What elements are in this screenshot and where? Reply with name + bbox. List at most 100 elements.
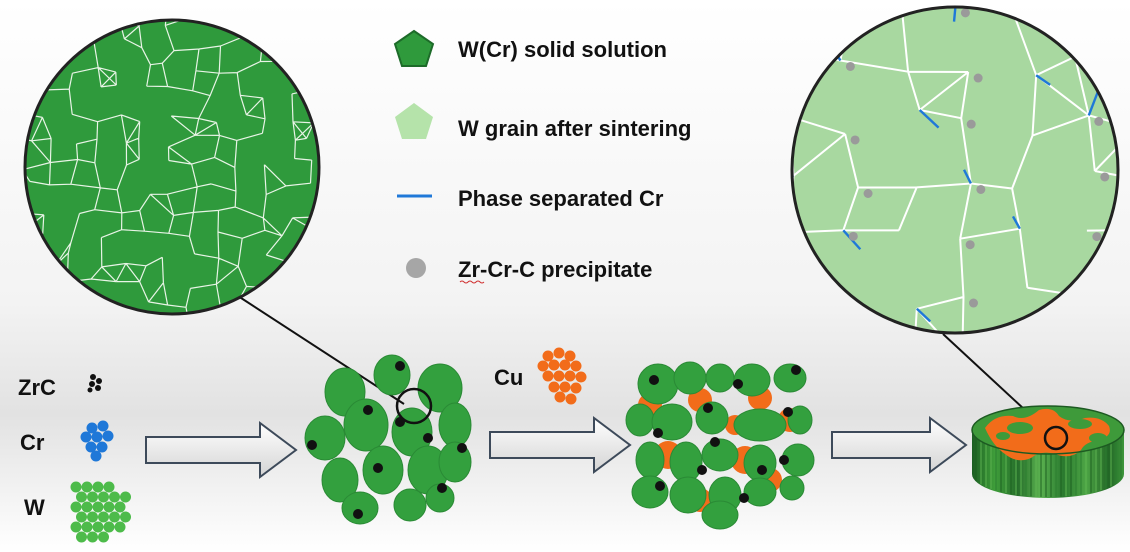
zoom-connector-left [237, 295, 405, 405]
raw-materials: ZrC Cr W [18, 374, 131, 543]
zrc-particle [653, 428, 663, 438]
phase-separated-cr [916, 307, 932, 323]
w-particle [87, 531, 98, 543]
phase-separated-cr [962, 169, 972, 185]
cr-particle [102, 430, 114, 442]
phase-separated-cr [952, 7, 957, 22]
zoom-source-ring-right [1043, 425, 1069, 451]
cu-particle [542, 370, 554, 382]
sintered-sample-disc [971, 405, 1125, 498]
w-particle [701, 438, 739, 472]
w-particle [87, 491, 98, 503]
w-particle [87, 511, 98, 523]
zr-cr-c-precipitate [845, 61, 855, 71]
w-particles-icon [70, 481, 131, 543]
zr-cr-c-precipitate [968, 298, 978, 308]
disc-w-islands [996, 419, 1107, 443]
zoom-source-ring-left [395, 387, 433, 425]
w-particle [631, 475, 669, 509]
w-particle [705, 363, 735, 393]
label-zrc: ZrC [18, 375, 56, 400]
w-particle [343, 398, 389, 452]
legend-label-precipitate: Zr-Cr-C precipitate [458, 257, 652, 282]
process-arrow-2 [489, 416, 632, 474]
zr-cr-c-precipitate [863, 189, 873, 199]
w-particle [70, 481, 82, 493]
cu-particle [537, 360, 549, 372]
zrc-particle [353, 509, 363, 519]
cu-particle [575, 371, 587, 383]
cu-particle [559, 381, 571, 393]
cu-particle [553, 347, 565, 359]
w-particle [743, 477, 777, 507]
w-particle [114, 501, 126, 513]
zrc-particle [373, 463, 383, 473]
zrc-particle [423, 433, 433, 443]
cr-particle [80, 431, 92, 443]
zr-cr-c-precipitate [1094, 116, 1104, 126]
cu-particles-icon [537, 347, 587, 405]
zrc-particle [363, 405, 373, 415]
w-particle [76, 511, 87, 523]
w-particle [625, 403, 655, 437]
zrc-particles-icon [87, 374, 102, 393]
w-particle [120, 511, 131, 523]
w-particle [743, 444, 777, 482]
zr-cr-c-precipitate [976, 184, 986, 194]
w-particle [373, 354, 411, 396]
w-particle [673, 361, 707, 395]
w-particle [70, 521, 82, 533]
zr-cr-c-precipitate [850, 135, 860, 145]
w-particle [81, 481, 93, 493]
zr-cr-c-precipitate [966, 119, 976, 129]
zrc-particle [307, 440, 317, 450]
phase-separated-cr [1035, 74, 1051, 86]
zrc-particle [649, 375, 659, 385]
zrc-particle [783, 407, 793, 417]
phase-separated-cr [918, 109, 940, 129]
cr-particles-icon [80, 420, 114, 462]
legend: W(Cr) solid solution W grain after sinte… [393, 29, 691, 284]
cu-particle [570, 382, 582, 394]
w-particle [779, 475, 805, 501]
zrc-particle [395, 361, 405, 371]
w-particle [109, 491, 120, 503]
w-particle [92, 481, 104, 493]
zrc-particle [457, 443, 467, 453]
w-particle [81, 501, 93, 513]
legend-label-phase-cr: Phase separated Cr [458, 186, 664, 211]
w-particle [787, 405, 813, 435]
w-particle [81, 521, 93, 533]
w-particle [70, 501, 82, 513]
zoom-circle-solid-solution [23, 18, 321, 316]
cu-particle [554, 391, 566, 403]
zrc-particle [757, 465, 767, 475]
cr-particle [86, 422, 98, 434]
w-particle [701, 500, 739, 530]
zr-cr-c-precipitate [1100, 172, 1110, 182]
w-particle [321, 457, 359, 503]
process-arrow-3 [831, 416, 968, 474]
cr-particle [97, 420, 109, 432]
w-particle [669, 476, 707, 514]
w-particle [92, 521, 104, 533]
label-cu: Cu [494, 365, 523, 390]
zr-cr-c-precipitate [848, 231, 858, 241]
w-particle [76, 491, 87, 503]
w-particle [438, 402, 472, 448]
w-particle [98, 531, 109, 543]
spellcheck-underline [459, 280, 485, 284]
gray-dot-icon [406, 258, 426, 278]
cu-particle [564, 350, 576, 362]
cu-particle [548, 359, 560, 371]
phase-separated-cr [1011, 215, 1021, 230]
zrc-particle [703, 403, 713, 413]
cu-particle [570, 360, 582, 372]
dark-green-pentagon-icon [393, 29, 435, 67]
w-particle [109, 511, 120, 523]
zrc-particle [779, 455, 789, 465]
zoom-circle-sintered [790, 5, 1120, 335]
w-particle [103, 501, 115, 513]
label-cr: Cr [20, 430, 45, 455]
phase-separated-cr [1087, 91, 1099, 116]
